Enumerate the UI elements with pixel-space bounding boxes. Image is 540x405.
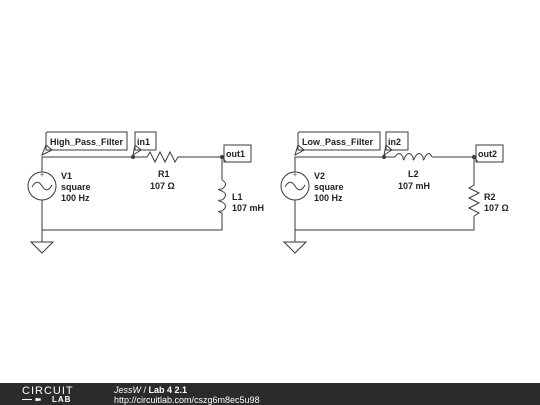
r2-value-label: 107 Ω [484, 203, 509, 213]
svg-text:+: + [40, 172, 44, 179]
tag-in1-text: in1 [137, 137, 150, 147]
high-pass-circuit: + High_Pass_Filter in1 out1 V1 square 10… [27, 131, 264, 254]
tag-out1-text: out1 [226, 149, 245, 159]
logo-line-icon [22, 398, 42, 401]
voltage-source-v1[interactable]: + [27, 171, 57, 201]
v1-freq-label: 100 Hz [61, 193, 90, 203]
tag-low-pass-filter-text: Low_Pass_Filter [302, 137, 374, 147]
node-in1 [131, 155, 135, 159]
resistor-r2[interactable] [467, 180, 481, 217]
tag-in2[interactable]: in2 [383, 131, 409, 157]
r1-name-label: R1 [158, 169, 170, 179]
low-pass-circuit: + Low_Pass_Filter in2 out2 V2 square 100… [280, 131, 509, 254]
tag-high-pass-filter[interactable]: High_Pass_Filter [41, 131, 128, 157]
inductor-l1[interactable] [218, 179, 226, 216]
wire-v2-top [294, 156, 384, 172]
footer-bar: CIRCUIT LAB JessW / Lab 4 2.1 http://cir… [0, 383, 540, 405]
inductor-l2[interactable] [384, 153, 433, 161]
ground-symbol-right [282, 241, 308, 254]
ground-symbol-left [29, 241, 55, 254]
project-name-link[interactable]: Lab 4 2.1 [148, 385, 188, 395]
tag-out2[interactable]: out2 [473, 144, 504, 163]
l1-value-label: 107 mH [232, 203, 264, 213]
wire-v1-top [41, 156, 133, 172]
node-in2 [382, 155, 386, 159]
wire-r1-to-l1 [181, 156, 223, 180]
tag-low-pass-filter[interactable]: Low_Pass_Filter [294, 131, 381, 157]
schematic-canvas: + High_Pass_Filter in1 out1 V1 square 10… [27, 131, 509, 254]
project-url-link[interactable]: http://circuitlab.com/cszg6m8ec5u98 [114, 395, 260, 405]
v2-name-label: V2 [314, 171, 325, 181]
tag-high-pass-filter-text: High_Pass_Filter [50, 137, 124, 147]
circuitlab-logo-top[interactable]: CIRCUIT [22, 385, 74, 397]
r1-value-label: 107 Ω [150, 181, 175, 191]
v2-freq-label: 100 Hz [314, 193, 343, 203]
tag-out1[interactable]: out1 [221, 144, 252, 163]
resistor-r1[interactable] [133, 150, 181, 164]
l1-name-label: L1 [232, 192, 243, 202]
r2-name-label: R2 [484, 192, 496, 202]
svg-text:+: + [293, 172, 297, 179]
tag-in1[interactable]: in1 [132, 131, 157, 157]
v2-type-label: square [314, 182, 344, 192]
wire-r2-bottom [295, 216, 475, 231]
tag-in2-text: in2 [388, 137, 401, 147]
v1-type-label: square [61, 182, 91, 192]
v1-name-label: V1 [61, 171, 72, 181]
l2-value-label: 107 mH [398, 181, 430, 191]
title-separator: / [141, 385, 149, 395]
voltage-source-v2[interactable]: + [280, 171, 310, 201]
project-user-link[interactable]: JessW [114, 385, 141, 395]
project-title: JessW / Lab 4 2.1 [114, 385, 187, 395]
wire-l2-to-r2 [432, 156, 475, 180]
l2-name-label: L2 [408, 169, 419, 179]
tag-out2-text: out2 [478, 149, 497, 159]
wire-l1-bottom [42, 216, 223, 231]
circuitlab-logo-bottom: LAB [52, 395, 72, 404]
